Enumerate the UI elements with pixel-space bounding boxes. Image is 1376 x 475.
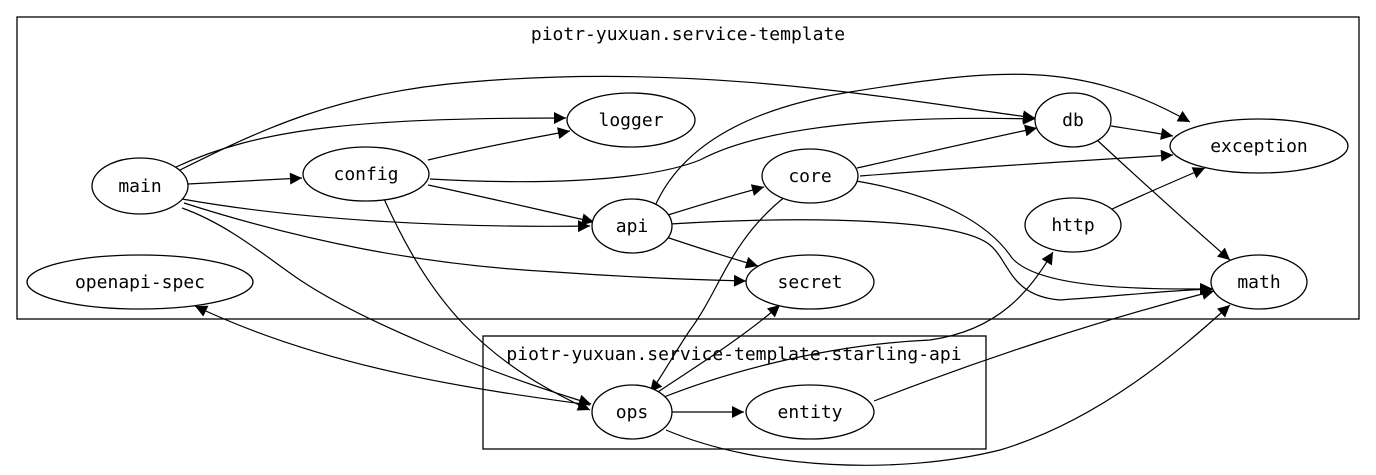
cluster-service-template-box xyxy=(16,16,1360,320)
node-exception-label: exception xyxy=(1210,136,1308,157)
node-logger-label: logger xyxy=(598,110,663,131)
node-secret[interactable]: secret xyxy=(745,254,875,310)
node-http[interactable]: http xyxy=(1024,197,1122,253)
cluster-service-template-label: piotr-yuxuan.service-template xyxy=(531,24,845,45)
node-secret-label: secret xyxy=(777,272,842,293)
edge-core-math xyxy=(855,180,1213,296)
edge-main-logger xyxy=(175,112,567,168)
edge-main-ops xyxy=(181,207,592,407)
node-api-label: api xyxy=(616,216,649,237)
node-entity[interactable]: entity xyxy=(745,384,875,440)
node-http-label: http xyxy=(1051,215,1094,236)
node-exception[interactable]: exception xyxy=(1169,118,1349,174)
edge-core-exception xyxy=(859,149,1174,177)
edge-main-config xyxy=(187,172,303,185)
node-ops[interactable]: ops xyxy=(591,384,673,440)
edge-http-exception xyxy=(1109,167,1206,211)
node-entity-label: entity xyxy=(777,402,842,423)
edge-config-db xyxy=(429,112,1036,183)
node-math-label: math xyxy=(1237,272,1280,293)
node-db[interactable]: db xyxy=(1034,92,1112,148)
cluster-starling-api-label: piotr-yuxuan.service-template.starling-a… xyxy=(506,344,961,365)
edge-main-api xyxy=(181,198,591,233)
node-openapi-spec-label: openapi-spec xyxy=(75,272,205,293)
node-config[interactable]: config xyxy=(302,146,430,202)
edges xyxy=(175,73,1231,466)
edge-config-logger xyxy=(427,127,571,161)
edge-main-secret xyxy=(183,202,747,287)
node-core-label: core xyxy=(788,166,831,187)
edge-db-exception xyxy=(1110,125,1174,140)
edge-ops-openapi-spec xyxy=(194,305,591,406)
node-db-label: db xyxy=(1062,110,1084,131)
edge-api-math xyxy=(669,219,1214,301)
edge-api-core xyxy=(667,184,765,216)
node-api[interactable]: api xyxy=(591,198,673,254)
edge-db-math xyxy=(1096,139,1231,261)
node-config-label: config xyxy=(333,164,398,185)
edge-ops-http xyxy=(663,251,1054,398)
edge-entity-math xyxy=(873,288,1215,402)
node-ops-label: ops xyxy=(616,402,649,423)
node-logger[interactable]: logger xyxy=(566,92,696,148)
cluster-starling-api: piotr-yuxuan.service-template.starling-a… xyxy=(482,335,987,450)
edge-api-exception xyxy=(654,73,1191,207)
cluster-service-template: piotr-yuxuan.service-template xyxy=(16,16,1360,320)
edge-api-secret xyxy=(665,236,759,269)
cluster-starling-api-box xyxy=(482,335,987,450)
node-math[interactable]: math xyxy=(1210,254,1308,310)
node-core[interactable]: core xyxy=(761,148,859,204)
edge-ops-secret xyxy=(651,304,781,397)
edge-core-db xyxy=(856,124,1038,169)
edge-config-ops xyxy=(383,198,591,411)
node-openapi-spec[interactable]: openapi-spec xyxy=(26,254,254,310)
edge-ops-math xyxy=(665,304,1231,466)
edge-core-ops xyxy=(649,195,787,393)
node-main-label: main xyxy=(118,176,161,197)
edge-config-api xyxy=(427,184,595,226)
edge-main-db xyxy=(179,75,1036,171)
nodes: main config logger api core db exception xyxy=(26,92,1349,440)
node-main[interactable]: main xyxy=(91,157,189,215)
